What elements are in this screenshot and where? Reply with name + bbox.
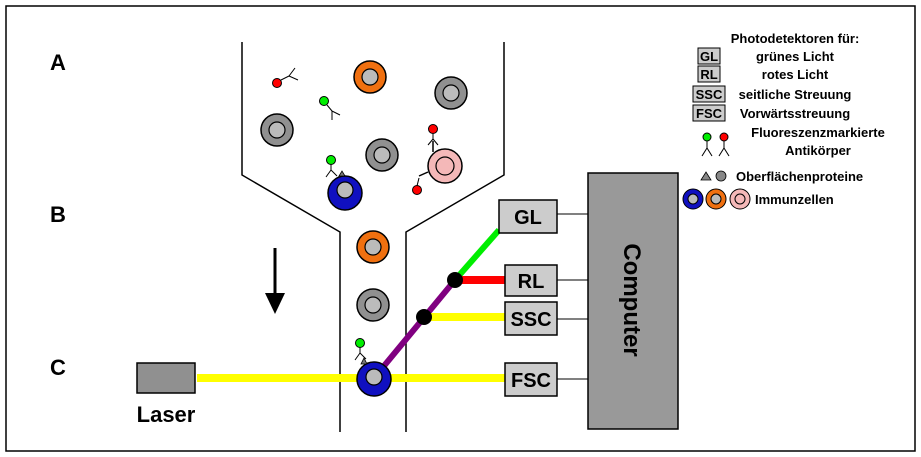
legend-cell-blue-icon	[682, 188, 704, 210]
cell-orange-2	[356, 230, 390, 264]
legend-gl-text: grünes Licht	[756, 49, 835, 64]
computer-box	[587, 172, 679, 430]
detector-gl: GL	[498, 199, 558, 234]
flow-arrow-icon	[265, 248, 285, 314]
cell-gray-3	[365, 138, 399, 172]
legend-ssc-box	[692, 85, 726, 103]
scatter-beam	[371, 278, 458, 380]
legend-rl-code: RL	[700, 67, 717, 82]
legend-protein-circle-icon	[715, 170, 727, 182]
legend-fsc-code: FSC	[696, 106, 723, 121]
legend-rl-text: rotes Licht	[762, 67, 829, 82]
laser-label: Laser	[137, 402, 196, 427]
computer-label: Computer	[618, 243, 645, 356]
detector-ssc: SSC	[504, 301, 558, 336]
cell-gray-1	[434, 76, 468, 110]
legend-ssc-code: SSC	[696, 87, 723, 102]
signal-wires	[557, 213, 588, 380]
stage-label-b: B	[50, 202, 66, 227]
beam-splitter-2	[416, 309, 432, 325]
legend-fsc-text: Vorwärtsstreuung	[740, 106, 850, 121]
cell-gray-2	[260, 113, 294, 147]
free-antibody-green	[319, 96, 341, 120]
free-antibody-red	[272, 67, 299, 88]
legend-protein-triangle-icon	[700, 171, 712, 181]
stage-label-a: A	[50, 50, 66, 75]
laser-box	[136, 362, 196, 394]
beam-splitter-1	[447, 272, 463, 288]
legend: Photodetektoren für: GL grünes Licht RL …	[682, 31, 885, 210]
cell-gray-4	[356, 288, 390, 322]
legend-antibody-line1: Fluoreszenzmarkierte	[751, 125, 885, 140]
cell-orange-1	[353, 60, 387, 94]
legend-cell-orange-icon	[705, 188, 727, 210]
legend-rl-box	[697, 65, 721, 83]
legend-antibody-green-icon	[701, 132, 713, 157]
cell-blue-in-beam	[354, 338, 392, 397]
detector-rl: RL	[504, 264, 558, 297]
detector-rl-label: RL	[518, 271, 545, 293]
legend-gl-code: GL	[700, 49, 718, 64]
green-light-beam	[452, 228, 502, 282]
legend-antibody-line2: Antikörper	[785, 143, 851, 158]
flow-chamber	[241, 42, 505, 432]
cell-blue-labeled	[325, 155, 363, 211]
detector-fsc: FSC	[504, 362, 558, 397]
legend-gl-box	[697, 47, 721, 65]
legend-proteins-text: Oberflächenproteine	[736, 169, 863, 184]
detector-ssc-label: SSC	[510, 309, 551, 331]
legend-cells-text: Immunzellen	[755, 192, 834, 207]
legend-cell-pink-icon	[729, 188, 751, 210]
legend-antibody-red-icon	[718, 132, 730, 157]
legend-title: Photodetektoren für:	[731, 31, 860, 46]
stage-label-c: C	[50, 355, 66, 380]
legend-fsc-box	[692, 104, 726, 122]
detector-gl-label: GL	[514, 207, 542, 229]
legend-ssc-text: seitliche Streuung	[739, 87, 852, 102]
detector-fsc-label: FSC	[511, 370, 551, 392]
cell-pink-labeled	[412, 124, 463, 195]
